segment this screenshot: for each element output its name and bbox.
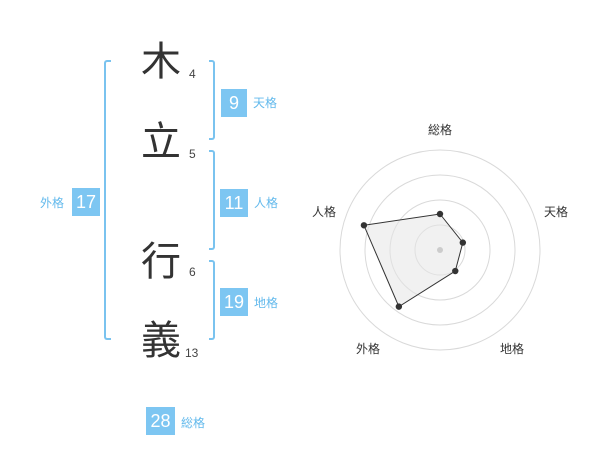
name-char-4: 義 xyxy=(141,318,181,364)
radar-point-2 xyxy=(459,239,467,246)
name-char-3: 行 xyxy=(141,239,181,285)
tenkaku-bracket xyxy=(209,60,215,140)
name-char-1: 木 xyxy=(141,39,181,85)
gaikaku-badge: 17 xyxy=(72,188,100,216)
radar-grid-ring xyxy=(339,149,541,351)
radar-axis-label-1: 総格 xyxy=(428,123,453,137)
radar-point-4 xyxy=(395,303,403,310)
radar-axis-label-2: 天格 xyxy=(544,205,569,219)
jinkaku-badge: 11 xyxy=(220,189,248,217)
radar-axis-label-4: 外格 xyxy=(356,342,381,356)
stroke-count-1: 4 xyxy=(189,67,196,81)
radar-axis-label-3: 地格 xyxy=(500,342,525,356)
radar-center-dot xyxy=(437,247,443,253)
jinkaku-bracket xyxy=(209,150,215,250)
name-char-2: 立 xyxy=(141,119,181,165)
gaikaku-label: 外格 xyxy=(40,196,65,210)
stroke-count-4: 13 xyxy=(185,346,199,360)
chikaku-label: 地格 xyxy=(254,296,279,310)
tenkaku-label: 天格 xyxy=(253,96,278,110)
radar-axis-label-5: 人格 xyxy=(312,205,337,219)
stroke-count-2: 5 xyxy=(189,147,196,161)
chikaku-badge: 19 xyxy=(220,288,248,316)
radar-point-3 xyxy=(452,267,459,275)
radar-grid-ring xyxy=(364,174,516,326)
stroke-count-3: 6 xyxy=(189,265,196,279)
soukaku-label: 総格 xyxy=(181,416,206,430)
tenkaku-badge: 9 xyxy=(221,89,247,117)
radar-series-area xyxy=(363,213,464,308)
radar-point-5 xyxy=(360,222,368,229)
soukaku-badge: 28 xyxy=(146,407,175,435)
radar-point-1 xyxy=(436,210,444,218)
jinkaku-label: 人格 xyxy=(254,196,279,210)
chikaku-bracket xyxy=(209,260,215,340)
gaikaku-bracket xyxy=(104,60,111,340)
